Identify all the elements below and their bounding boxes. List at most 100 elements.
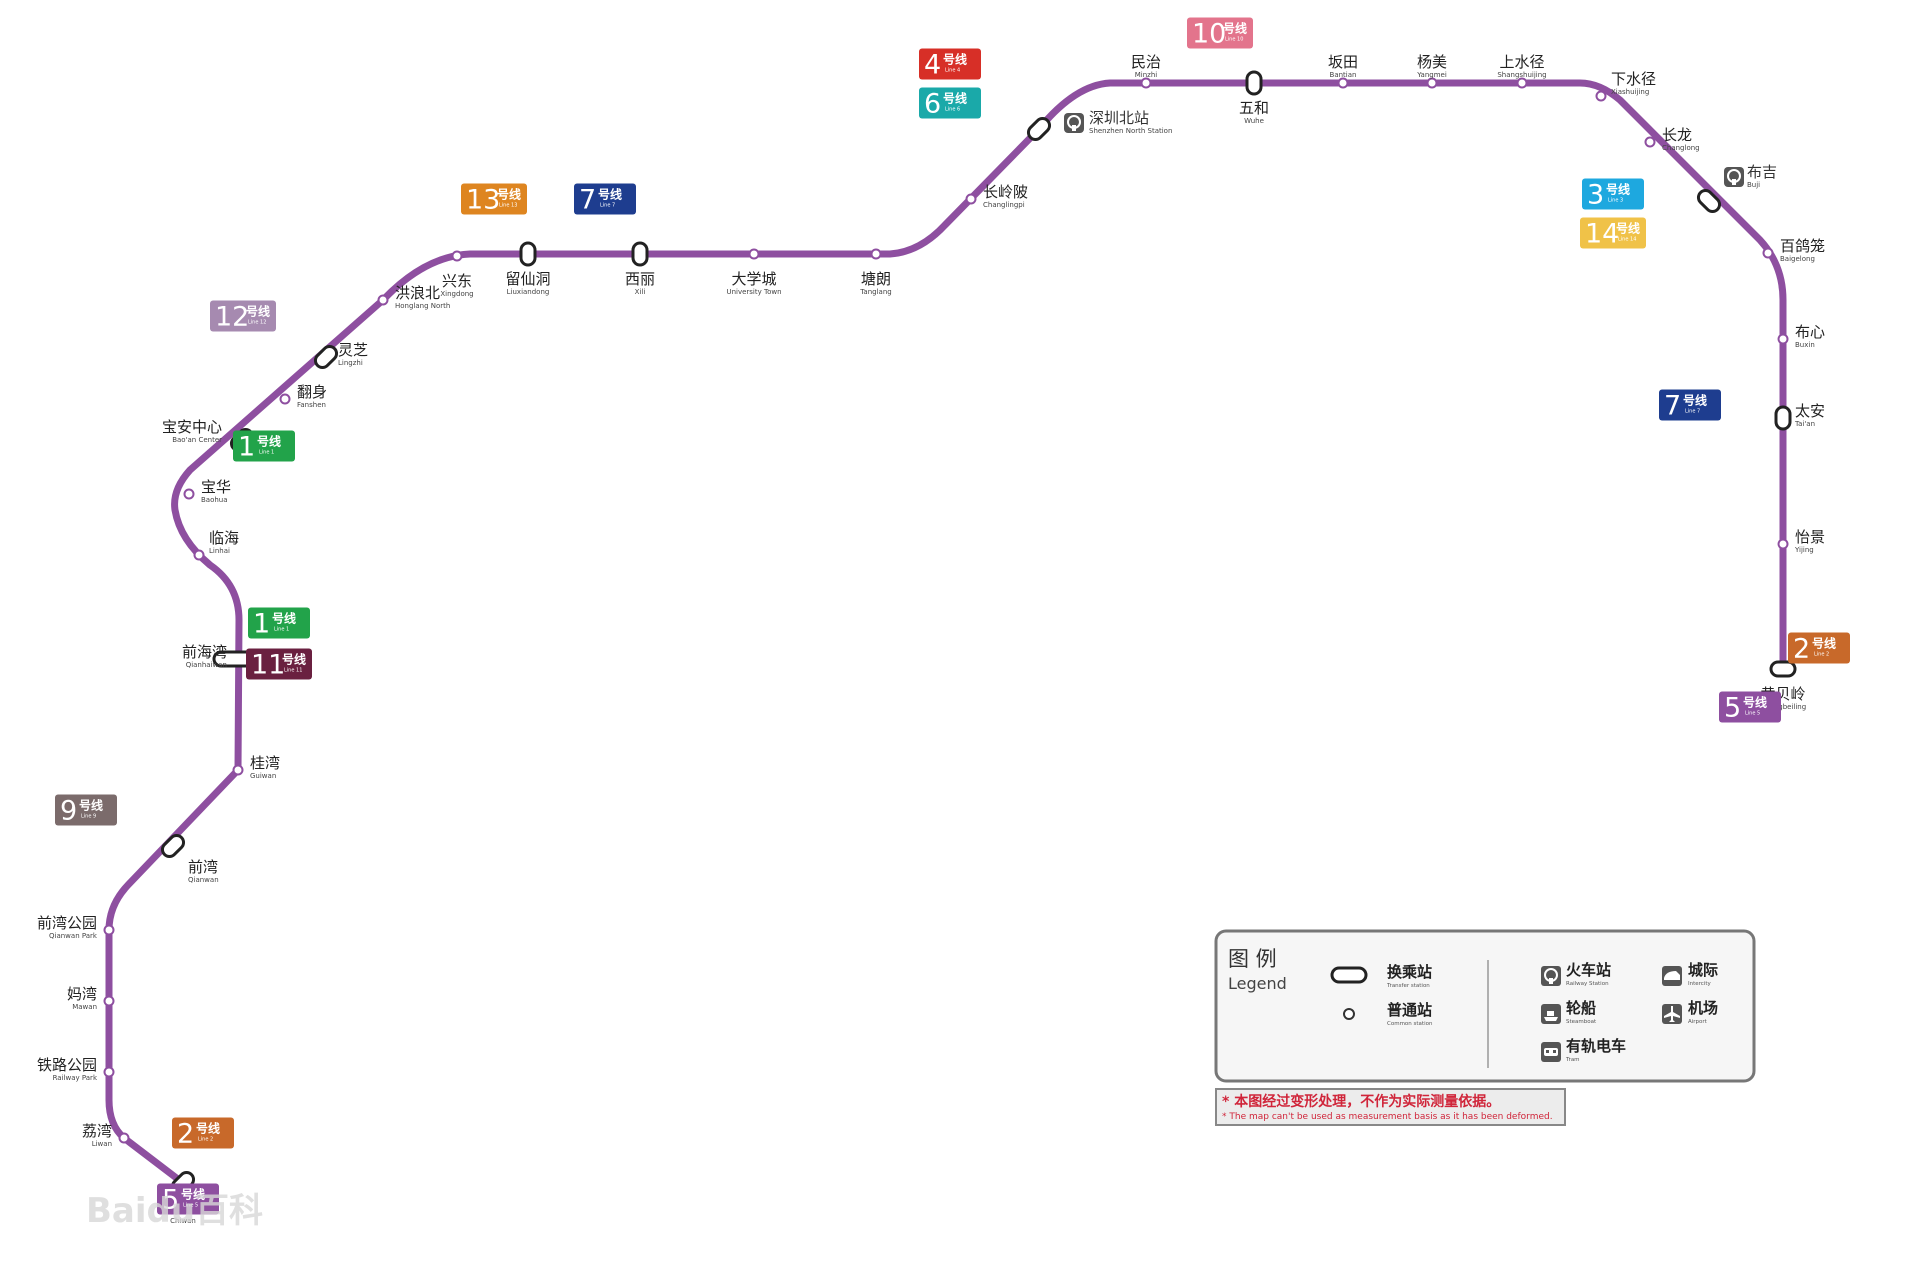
station-name-en: Shangshuijing (1497, 71, 1546, 79)
station-name-zh: 五和 (1239, 99, 1269, 117)
station-marker[interactable] (965, 193, 977, 205)
station-name-zh: 前湾 (188, 858, 218, 876)
station-name-zh: 布心 (1795, 323, 1825, 341)
badge-number: 4 (924, 50, 941, 81)
station-name-en: Mawan (72, 1003, 97, 1011)
station-name-en: Huangbeiling (1760, 703, 1806, 711)
station-marker[interactable] (1777, 333, 1789, 345)
legend-railway-zh: 火车站 (1566, 961, 1611, 979)
badge-label-zh: 号线 (943, 91, 967, 106)
station-marker[interactable] (1140, 77, 1152, 89)
badge-number: 2 (177, 1119, 194, 1150)
station-name-en: Yangmei (1416, 71, 1447, 79)
station-name-en: Xili (635, 288, 646, 296)
station-marker[interactable] (1774, 405, 1792, 431)
station-marker[interactable] (103, 924, 115, 936)
station-name-zh: 百鸽笼 (1780, 237, 1825, 255)
station-marker[interactable] (103, 995, 115, 1007)
station-name-en: Qianhaiwan (186, 661, 227, 669)
station-marker[interactable] (377, 294, 389, 306)
station-marker[interactable] (1762, 247, 1774, 259)
badge-number: 11 (251, 650, 285, 681)
station-name-en: Railway Park (53, 1074, 98, 1082)
station-marker[interactable] (1777, 538, 1789, 550)
badge-label-zh: 号线 (1812, 636, 1836, 651)
station-marker[interactable] (631, 241, 649, 267)
legend-intercity-zh: 城际 (1688, 961, 1718, 979)
station-name-en: Buxin (1795, 341, 1815, 349)
common-station-icon (1343, 1008, 1355, 1020)
station-name-zh: 民治 (1131, 53, 1161, 71)
station-marker[interactable] (1696, 188, 1723, 215)
station-marker[interactable] (1769, 660, 1797, 678)
badge-number: 10 (1192, 19, 1226, 50)
disclaimer-en: * The map can't be used as measurement b… (1222, 1112, 1553, 1122)
station-marker[interactable] (1337, 77, 1349, 89)
station-name-en: Guiwan (250, 772, 276, 780)
station-name-en: Bantian (1330, 71, 1357, 79)
station-marker[interactable] (1516, 77, 1528, 89)
legend-railway-en: Railway Station (1566, 981, 1609, 987)
station-marker[interactable] (748, 248, 760, 260)
station-name-zh: 上水径 (1499, 53, 1544, 71)
badge-label-en: Line 7 (1685, 409, 1700, 415)
station-marker[interactable] (519, 241, 537, 267)
station-marker[interactable] (183, 488, 195, 500)
station-name-zh: 下水径 (1611, 70, 1656, 88)
station-marker[interactable] (160, 833, 187, 860)
badge-label-en: Line 5 (1745, 711, 1760, 717)
airport-icon (1662, 1004, 1682, 1024)
badge-label-en: Line 1 (259, 450, 274, 456)
station-marker[interactable] (1426, 77, 1438, 89)
station-name-zh: 兴东 (442, 272, 472, 290)
station-marker[interactable] (232, 764, 244, 776)
station-name-en: Tanglang (859, 288, 891, 296)
badge-number: 7 (1664, 391, 1681, 422)
station-marker[interactable] (1644, 136, 1656, 148)
station-marker[interactable] (870, 248, 882, 260)
badge-label-en: Line 14 (1618, 237, 1636, 243)
badge-number: 6 (924, 89, 941, 120)
badge-number: 5 (1724, 693, 1741, 724)
badge-number: 9 (60, 796, 77, 827)
legend-tram-en: Tram (1565, 1057, 1580, 1063)
station-name-zh: 大学城 (731, 270, 776, 288)
station-name-zh: 深圳北站 (1089, 109, 1149, 127)
station-marker[interactable] (103, 1066, 115, 1078)
station-name-zh: 灵芝 (338, 341, 368, 359)
station-marker[interactable] (1026, 116, 1053, 143)
badge-label-en: Line 1 (274, 627, 289, 633)
station-name-en: Xiashuijing (1611, 88, 1649, 96)
station-name-en: Baigelong (1780, 255, 1815, 263)
station-name-en: Fanshen (297, 401, 326, 409)
station-marker[interactable] (279, 393, 291, 405)
station-name-zh: 坂田 (1328, 53, 1358, 71)
badge-label-zh: 号线 (1616, 221, 1640, 236)
station-marker[interactable] (1595, 90, 1607, 102)
legend-title-zh: 图 例 (1228, 947, 1277, 971)
railway-station-icon (1724, 167, 1744, 187)
station-name-zh: 洪浪北 (395, 284, 440, 302)
station-marker[interactable] (118, 1132, 130, 1144)
badge-label-en: Line 2 (1814, 652, 1829, 658)
station-name-en: Qianwan Park (49, 932, 98, 940)
badge-label-zh: 号线 (1683, 393, 1707, 408)
badge-label-en: Line 5 (183, 1203, 198, 1209)
station-marker[interactable] (1245, 70, 1263, 96)
badge-label-en: Line 13 (499, 203, 517, 209)
station-marker[interactable] (451, 250, 463, 262)
station-name-en: Baohua (201, 496, 228, 504)
station-marker[interactable] (313, 344, 340, 371)
station-name-en: Liwan (92, 1140, 112, 1148)
station-marker[interactable] (193, 549, 205, 561)
station-name-zh: 翻身 (297, 383, 327, 401)
